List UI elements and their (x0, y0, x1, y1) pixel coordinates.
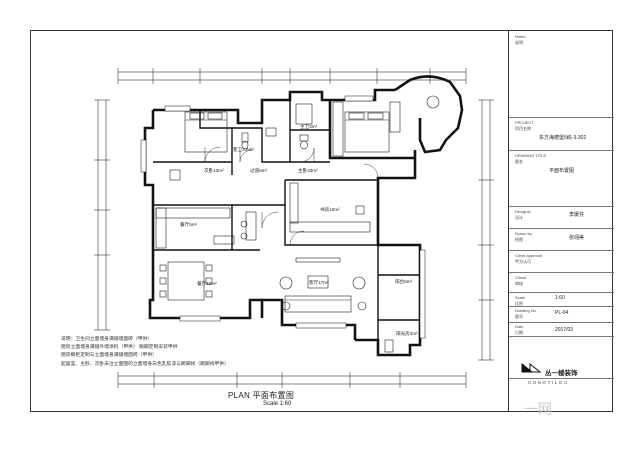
tb-check-sub: 审核 (515, 281, 523, 286)
company-logo: 丛一楼装饰 (545, 370, 578, 377)
company-name-en: CONGYILOU (528, 380, 569, 385)
plan-scale: Scale 1:60 (263, 401, 292, 407)
tb-designer-label: Designer (515, 209, 532, 214)
plan-caption: PLAN 平面布置图 (228, 391, 295, 400)
room-label-guest-bath: 客卫3.6m² (233, 147, 254, 152)
tb-drawing-title: 平面布置图 (549, 168, 575, 174)
tb-drawing-no: PL-04 (555, 310, 569, 316)
tb-designer: 李媛芬 (569, 212, 585, 218)
sheet-border (30, 30, 613, 412)
room-label-balcony: 阳台6m² (395, 279, 413, 284)
tb-project-name: 东方海德堡5栋-3-302 (539, 135, 587, 141)
tb-project-label: PROJECT (515, 120, 534, 125)
tb-notes-label: Notes (515, 34, 526, 39)
tb-drawn: 张翊美 (569, 235, 585, 241)
note-line-1: 说明：卫生间立面墙身满铺墙面砖（甲供） (61, 337, 153, 342)
room-label-bedroom-secondary: 次卧13m² (204, 168, 224, 173)
drawing-notes: 说明：卫生间立面墙身满铺墙面砖（甲供） 厨房立面墙身满铺外墙涂料（甲供） 踢脚定… (61, 336, 301, 369)
tb-drawing-title-sub: 图名 (515, 159, 523, 164)
note-line-4: 起居室、主卧、次卧未注立面图的立面墙身白色乳胶漆与踢脚线（踢脚线甲供） (61, 361, 229, 367)
tb-scale-sub: 比例 (515, 301, 523, 306)
room-label-master-bedroom: 主卧23m² (298, 168, 318, 173)
tb-date-label: Date (515, 324, 524, 329)
note-line-2: 厨房立面墙身满铺外墙涂料（甲供） 踢脚定制安装甲供 (61, 345, 178, 351)
tb-scale-value: 1:60 (555, 295, 565, 301)
tb-drawn-label: Drawn by (515, 231, 532, 236)
room-label-master-bath: 主卫3m² (300, 124, 318, 129)
tb-notes-sub: 说明 (515, 40, 523, 45)
tb-client-label: Client approval (515, 253, 542, 258)
tb-drawing-no-label: Drawing No. (515, 308, 538, 313)
tb-project-sub: 项目名称 (515, 126, 531, 131)
title-block: Notes 说明 PROJECT 项目名称 东方海德堡5栋-3-302 DRAW… (508, 30, 614, 412)
note-line-3: 厨房橱柜定制与立面墙身满铺墙面砖（甲供） (61, 353, 157, 359)
site-watermark: 一网 (524, 401, 552, 417)
tb-client-sub: 甲方认可 (515, 259, 531, 264)
room-label-corridor: 过道5m² (250, 168, 268, 173)
room-label-sun-balcony: 阳光房3m² (396, 331, 418, 336)
room-label-kitchen: 餐厅5m² (180, 222, 198, 227)
tb-check-label: Check (515, 275, 527, 280)
room-label-dining: 餐厅10m² (197, 281, 217, 286)
tb-drawing-title-label: DRAWING TITLE (515, 153, 547, 158)
room-label-living: 客厅17m² (309, 280, 329, 285)
tb-date: 2017/03 (555, 327, 574, 333)
tb-designer-sub: 设计 (515, 215, 523, 220)
tb-drawing-no-sub: 图号 (515, 314, 523, 319)
tb-scale-label: Scale (515, 295, 526, 300)
tb-date-sub: 日期 (515, 330, 523, 335)
tb-drawn-sub: 绘图 (515, 237, 523, 242)
room-label-study: 书房10m² (320, 207, 340, 212)
